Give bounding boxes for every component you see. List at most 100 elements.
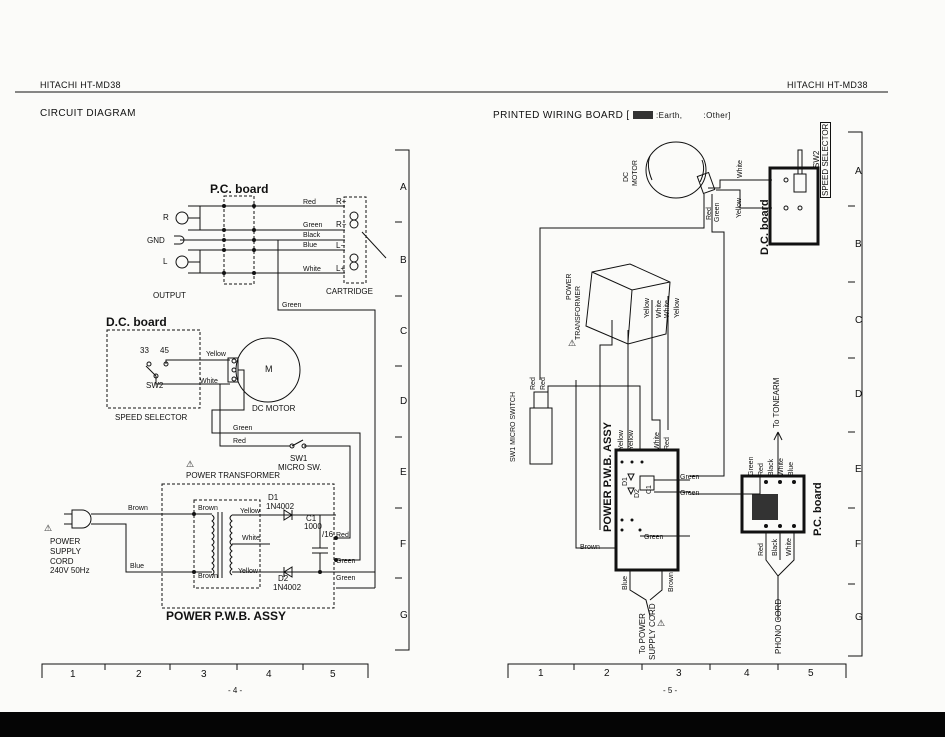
gnd-label: GND <box>147 236 165 245</box>
col-1-right: 1 <box>538 668 544 679</box>
wb-pc-board <box>740 474 806 534</box>
row-f-left: F <box>400 539 407 550</box>
wb-t-white: White <box>656 300 663 318</box>
wb-dc-board-label: D.C. board <box>759 199 771 255</box>
wire-white: White <box>303 266 321 273</box>
speed-selector-label: SPEED SELECTOR <box>115 413 188 422</box>
wire-black: Black <box>303 232 321 239</box>
terminal-dots <box>192 204 796 574</box>
cart-pin-l-minus: L− <box>336 241 346 250</box>
wb-pc-board-label: P.C. board <box>812 482 824 536</box>
pc-board-label: P.C. board <box>210 182 269 196</box>
blue-label: Blue <box>130 563 145 570</box>
wb-t-yellow2: Yellow <box>674 298 681 318</box>
col-3-left: 3 <box>201 669 207 680</box>
supply-line-2: SUPPLY <box>50 547 81 556</box>
wb-pwb-red: Red <box>664 437 671 450</box>
col-2-right: 2 <box>604 668 610 679</box>
wb-t-white2: White <box>664 300 671 318</box>
row-d-left: D <box>400 396 408 407</box>
wb-pwb-blue: Blue <box>622 575 629 590</box>
wb-phono-cord: PHONO CORD <box>774 598 783 654</box>
motor-m: M <box>265 364 273 374</box>
row-b-right: B <box>855 239 862 250</box>
yellow3-label: Yellow <box>238 568 258 575</box>
page-number-left: - 4 - <box>228 686 243 695</box>
wb-pwb-white: White <box>654 432 661 450</box>
wb-pcb-black2: Black <box>772 538 779 556</box>
wb-pcb-blue: Blue <box>788 461 795 476</box>
speed-45: 45 <box>160 346 169 355</box>
wb-pwb-green: Green <box>680 474 700 481</box>
wb-dc-label-2: MOTOR <box>632 160 639 186</box>
power-transformer-label: POWER TRANSFORMER <box>186 471 281 480</box>
col-4-left: 4 <box>266 669 272 680</box>
wb-pwb-yellow: Yellow <box>618 430 625 450</box>
red3-label: Red <box>336 532 349 539</box>
cartridge-arrow <box>361 231 387 259</box>
row-ticks-left <box>395 221 402 579</box>
row-c-left: C <box>400 326 408 337</box>
col-5-left: 5 <box>330 669 336 680</box>
brown2-label: Brown <box>198 505 218 512</box>
col-4-right: 4 <box>744 668 750 679</box>
supply-line-1: POWER <box>50 537 81 546</box>
row-e-left: E <box>400 467 407 478</box>
wire-blue: Blue <box>303 242 318 249</box>
plug-symbol <box>71 509 92 529</box>
wb-t-yellow: Yellow <box>644 298 651 318</box>
cartridge-outline <box>343 196 367 284</box>
wb-pcb-white2: White <box>786 538 793 556</box>
row-d-right: D <box>855 389 863 400</box>
wb-to-power-2: SUPPLY CORD <box>648 603 657 660</box>
cart-pin-l-plus: L+ <box>336 264 346 273</box>
sw2-label: SW2 <box>146 381 164 390</box>
supply-line-4: 240V 50Hz <box>50 566 90 575</box>
cart-pin-r-plus: R+ <box>336 197 347 206</box>
wb-sw-red: Red <box>530 377 537 390</box>
row-a-right: A <box>855 166 862 177</box>
wb-c1: C1 <box>646 485 653 494</box>
row-c-right: C <box>855 315 863 326</box>
green-wire-label: Green <box>282 302 302 309</box>
earth-swatch <box>632 111 653 120</box>
c1-voltage: /16 <box>322 530 334 539</box>
power-pwb-label: POWER P.W.B. ASSY <box>166 609 287 623</box>
d1-label: D1 <box>268 493 279 502</box>
wb-warning-icon: ⚠ <box>568 338 577 348</box>
col-1-left: 1 <box>70 669 76 680</box>
d1-part: 1N4002 <box>266 502 295 511</box>
wb-dc-board <box>768 166 820 246</box>
output-label: OUTPUT <box>153 291 186 300</box>
col-frame-right <box>507 663 847 678</box>
green2-label: Green <box>233 425 253 432</box>
diode-d1 <box>283 509 293 521</box>
wire-red: Red <box>303 199 316 206</box>
page-number-right: - 5 - <box>663 686 678 695</box>
row-ticks-right <box>848 205 855 585</box>
wb-d1 <box>627 473 635 482</box>
yellow-label: Yellow <box>206 351 226 358</box>
wb-warning-icon-2: ⚠ <box>657 618 666 628</box>
yellow2-label: Yellow <box>240 508 260 515</box>
wb-pcb-white: White <box>778 458 785 476</box>
wb-pcb-red: Red <box>758 463 765 476</box>
col-5-right: 5 <box>808 668 814 679</box>
wb-power-pwb <box>614 448 680 572</box>
ch-l-label: L <box>163 257 168 266</box>
col-ticks-right <box>573 664 779 670</box>
scan-edge <box>0 712 945 737</box>
white2-label: White <box>242 535 260 542</box>
wb-sw2 <box>793 173 807 193</box>
wb-speed-selector: SPEED SELECTOR <box>820 121 831 198</box>
warning-icon: ⚠ <box>186 459 195 469</box>
warning-icon-2: ⚠ <box>44 523 53 533</box>
wb-pwb-brown: Brown <box>580 544 600 551</box>
dc-board-label: D.C. board <box>106 315 167 329</box>
col-3-right: 3 <box>676 668 682 679</box>
wb-pwb-label: POWER P.W.B. ASSY <box>602 421 614 532</box>
wb-dc-label-1: DC <box>623 171 630 182</box>
jack-r <box>175 211 189 225</box>
wb-pwb-yellow2: Yellow <box>628 430 635 450</box>
